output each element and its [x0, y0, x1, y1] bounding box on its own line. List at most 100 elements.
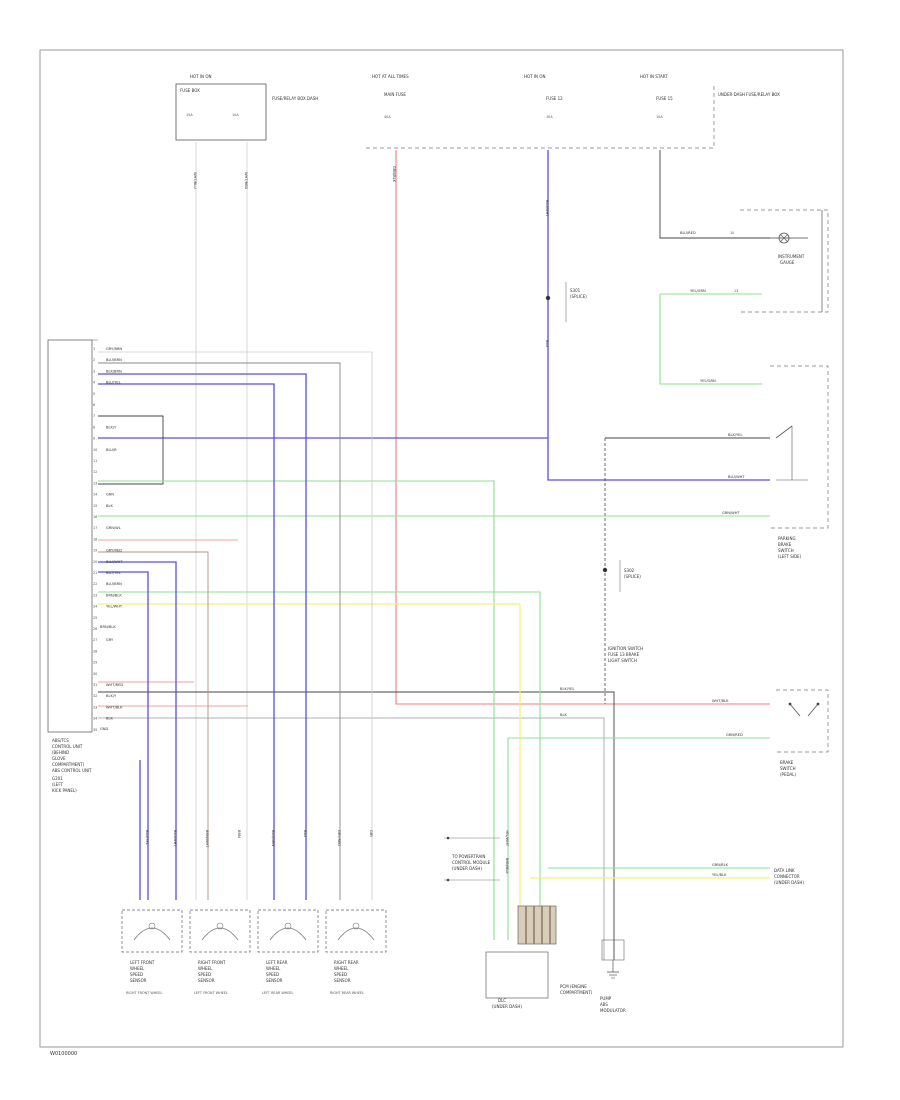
blue-vertical-wire-label: BLU/WHT [545, 200, 549, 217]
tcm-pin-row: 29 [93, 661, 97, 665]
main-fuse-top: HOT AT ALL TIMES [372, 74, 409, 79]
right-pair-wire-2: YEL/BLK [712, 873, 727, 877]
white-grn-wire-label: GRN/WHT [722, 511, 740, 515]
sensor-pickup-icon [284, 922, 292, 930]
pwr-spot-line-1: IGNITION SWITCH [608, 646, 643, 651]
tcm-box-label: BRN/BLK [100, 625, 116, 629]
tcm-pin-wire: BLU/R [106, 448, 117, 452]
parking-switch-line-1: PARKING [778, 536, 796, 541]
tcm-pin-number: 30 [93, 672, 97, 676]
tcm-pin-row: 28 [93, 649, 97, 653]
pwr-spot-line-3: LIGHT SWITCH [608, 658, 637, 663]
sensor-label-line: LEFT REAR [266, 960, 288, 965]
indicator-name: INSTRUMENT [778, 254, 805, 259]
sensor-label-line: SENSOR [266, 978, 283, 983]
sensor-label-line: RIGHT FRONT [198, 960, 226, 965]
brake-red-wire-label: WHT/BLK [712, 699, 729, 703]
ground-left-line-3: KICK PANEL) [52, 788, 77, 793]
tcm-pin-number: 29 [93, 661, 97, 665]
tcm-pin-wire: YEL/WHT [106, 605, 123, 609]
splice-mid: S302 (SPLICE) IGNITION SWITCH FUSE 13 BR… [602, 560, 643, 663]
sensor-outline [121, 909, 183, 953]
sensor-pickup-icon [148, 922, 156, 930]
sensor-label-line: LEFT FRONT [130, 960, 155, 965]
tcm-pin-row: 25 [93, 616, 97, 620]
tcm-pin-number: 25 [93, 616, 97, 620]
tcm-pin-number: 7 [93, 414, 95, 418]
tcm-pin-number: 6 [93, 403, 95, 407]
tcm-pin-number: 21 [93, 571, 97, 575]
page-reference: W0100000 [50, 1051, 77, 1057]
right-pair-wire-1: GRN/BLK [712, 863, 729, 867]
pwr-spot-line-2: FUSE 13 BRAKE [608, 652, 640, 657]
tcm-line-3: (BEHIND [52, 750, 69, 755]
sensor-wire-label: GRY/RED [337, 830, 341, 846]
indicator-wire-label: BLU/RED [680, 231, 696, 235]
green-bottom-label: YEL/GRN [700, 379, 716, 383]
tcm-pin-row: 11 [93, 459, 97, 463]
splice-mid-line-1: S302 [624, 568, 635, 573]
ecm-note-line-3: (UNDER DASH) [452, 866, 482, 871]
tcm-pin-row: 16 [93, 515, 97, 519]
sensor-note: LEFT FRONT WHEEL [194, 991, 228, 995]
tcm-pin-wire: GRN/WL [106, 526, 121, 530]
sensor-label-line: SENSOR [334, 978, 351, 983]
tcm-pin-number: 17 [93, 526, 97, 530]
parking-brake-switch: BLK/YEL BLU/WHT GRN/WHT PARKING BRAKE SW… [722, 365, 829, 559]
fuse-row-box [366, 84, 715, 149]
tcm-pin-wire: BLU/WHT [106, 560, 123, 564]
fuse-12-top: HOT IN ON [524, 74, 545, 79]
fuse-15-name: FUSE 15 [656, 96, 673, 101]
fuse-15: HOT IN START FUSE 15 10A UNDER-DASH FUSE… [640, 74, 780, 119]
tcm-pin-row: 30 [93, 672, 97, 676]
fuse-box-a: HOT IN ON FUSE BOX 15A 10A FUSE/RELAY BO… [175, 74, 318, 189]
dlc-line-1: DATA LINK [774, 868, 795, 873]
parking-switch-line-4: (LEFT SIDE) [778, 554, 802, 559]
tcm-pin-wire: BLK/BRN [106, 369, 122, 373]
tcm-pin-row: 26 [93, 627, 97, 631]
indicator-line-2: GAUGE [780, 260, 795, 265]
red-main-wire-label: GRN/BLK [392, 166, 396, 183]
fuse-a-name: FUSE BOX [180, 88, 200, 93]
tcm-line-1: ABS/TCS [52, 738, 69, 743]
tcm-pin-row: 9 [93, 437, 95, 441]
pump-name: PUMP [600, 996, 612, 1001]
tcm-pin-number: 8 [93, 425, 95, 429]
dlc-connector: YEL/WHT BRN/BLK TO POWERTRAIN CONTROL MO… [444, 830, 557, 1009]
tcm-pin-number: 13 [93, 481, 97, 485]
ground-left-line-1: G201 [52, 776, 63, 781]
blue-h2-wire-label: BLU/WHT [728, 475, 745, 479]
sensor-label-line: WHEEL [266, 966, 281, 971]
sensor-label-line: WHEEL [130, 966, 145, 971]
data-link-right: GRN/BLK YEL/BLK DATA LINK CONNECTOR (UND… [712, 863, 804, 885]
tcm-pin-wire: WHT/RED [106, 683, 123, 687]
diagram-border [39, 49, 844, 1048]
tcm-pin-number: 19 [93, 549, 97, 553]
sensor-wire-label: BLU/YEL [145, 830, 149, 845]
brake-green-wire-label: GRN/RED [726, 733, 743, 737]
tcm-pin-number: 4 [93, 381, 95, 385]
sensor-wire-label: BLU [303, 830, 307, 837]
brake-switch: WHT/BLK GRN/RED BRAKE SWITCH (PEDAL) [712, 689, 829, 777]
tcm-pin-number: 28 [93, 649, 97, 653]
tcm-line-4: GLOVE [52, 756, 66, 761]
fuse-15-pin: 10A [656, 115, 663, 119]
sensor-outline [257, 909, 319, 953]
abs-pump: PUMP ABS MODULATOR [600, 996, 626, 1013]
sensor-note: RIGHT FRONT WHEEL [126, 991, 163, 995]
pump-line-2: MODULATOR [600, 1008, 626, 1013]
dlc-wire-1: YEL/WHT [505, 830, 509, 847]
sensor-coil-icon [269, 927, 307, 941]
tcm-pin-wire: BRN/BLK [106, 593, 122, 597]
tcm-pin-row: 6 [93, 403, 95, 407]
